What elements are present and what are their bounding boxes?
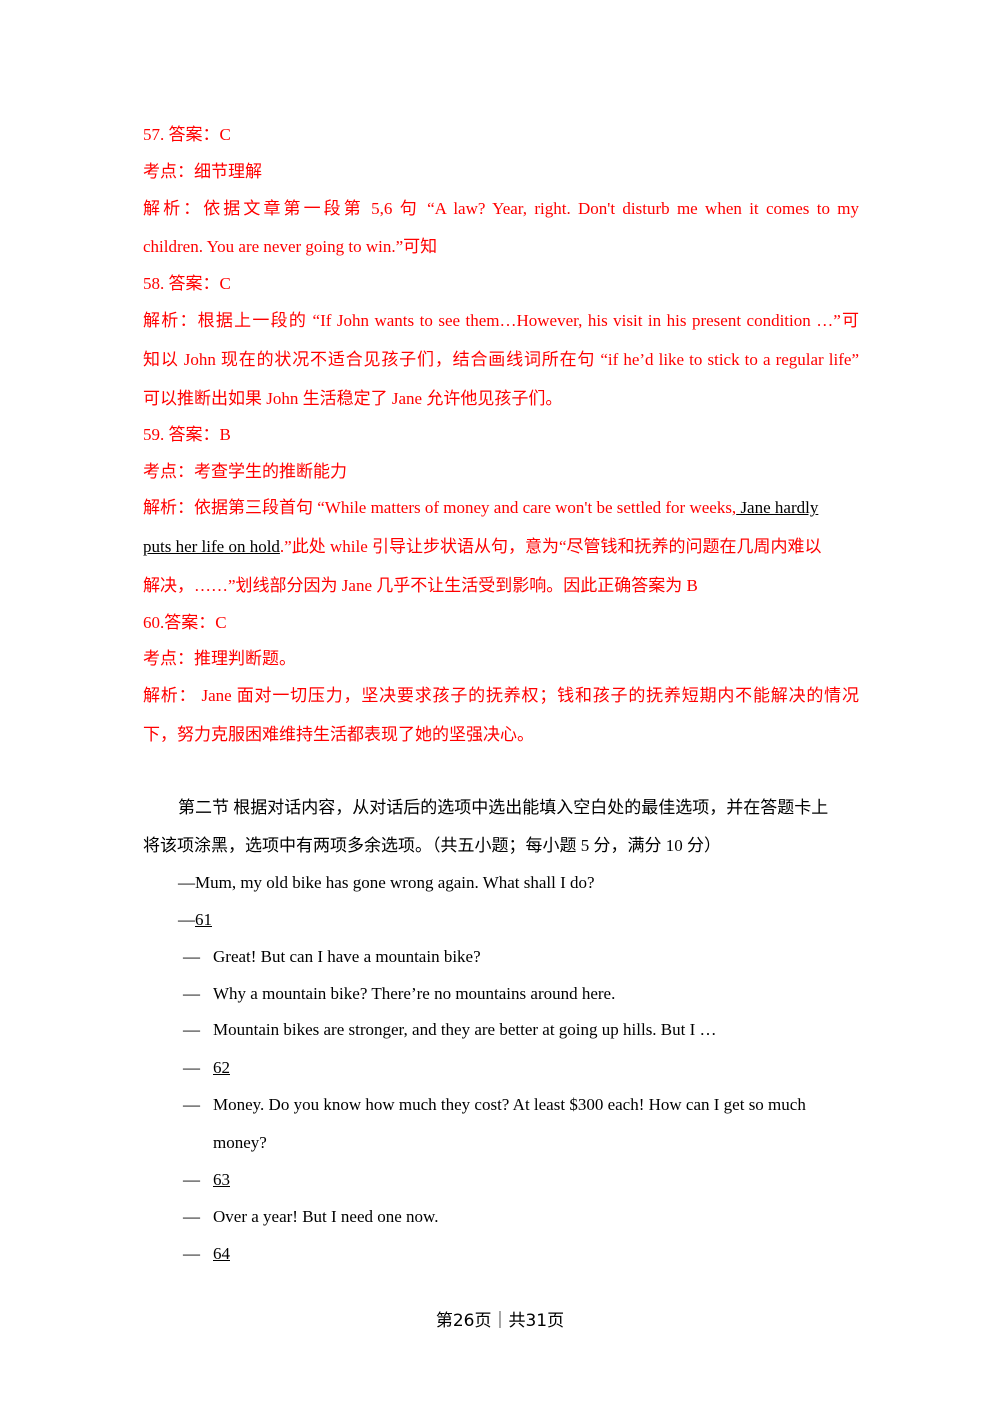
dialogue-line-first: —Mum, my old bike has gone wrong again. … xyxy=(178,873,595,892)
dialogue-line: Money. Do you know how much they cost? A… xyxy=(213,1095,806,1114)
dialogue-dash: — xyxy=(183,1095,200,1114)
dialogue-dash: — xyxy=(178,910,195,929)
blank-61: 61 xyxy=(195,910,212,929)
q57-analysis-line1: 解析：依据文章第一段第 5,6 句 “A law? Year, right. D… xyxy=(143,199,859,218)
q59-analysis-line1-text: 解析：依据第三段首句 “While matters of money and c… xyxy=(143,498,737,517)
q59-analysis-line2: puts her life on hold.”此处 while 引导让步状语从句… xyxy=(143,536,859,558)
q58-analysis-line3: 可以推断出如果 John 生活稳定了 Jane 允许他见孩子们。 xyxy=(143,389,563,408)
dialogue-dash: — xyxy=(183,984,200,1003)
q59-underlined-phrase-b: puts her life on hold xyxy=(143,537,280,556)
q59-analysis-line3: 解决，……”划线部分因为 Jane 几乎不让生活受到影响。因此正确答案为 B xyxy=(143,576,698,595)
dialogue-dash: — xyxy=(183,1244,200,1263)
blank-64: 64 xyxy=(213,1244,230,1263)
page-footer: 第26页｜共31页 xyxy=(435,1311,565,1331)
q58-analysis-line2: 知以 John 现在的状况不适合见孩子们，结合画线词所在句 “if he’d l… xyxy=(143,350,859,369)
dialogue-dash: — xyxy=(183,947,200,966)
dialogue-line: Mountain bikes are stronger, and they ar… xyxy=(213,1020,717,1039)
q60-point: 考点：推理判断题。 xyxy=(143,649,296,668)
dialogue-dash: — xyxy=(183,1170,200,1189)
q58-analysis-line1: 解析：根据上一段的 “If John wants to see them…How… xyxy=(143,311,859,330)
dialogue-line-blank61: —61 xyxy=(178,909,894,931)
dialogue-line: Over a year! But I need one now. xyxy=(213,1207,439,1226)
q58-answer: 58. 答案：C xyxy=(143,274,231,293)
dialogue-dash: — xyxy=(183,1207,200,1226)
section2-intro-line1: 第二节 根据对话内容，从对话后的选项中选出能填入空白处的最佳选项，并在答题卡上 xyxy=(178,798,829,817)
q59-point: 考点：考查学生的推断能力 xyxy=(143,462,347,481)
section2-intro-line2: 将该项涂黑，选项中有两项多余选项。（共五小题；每小题 5 分，满分 10 分） xyxy=(143,836,721,855)
q60-analysis-line1: 解析： Jane 面对一切压力，坚决要求孩子的抚养权；钱和孩子的抚养短期内不能解… xyxy=(143,686,859,705)
dialogue-line: Why a mountain bike? There’re no mountai… xyxy=(213,984,616,1003)
q60-answer: 60.答案：C xyxy=(143,613,227,632)
q57-point: 考点：细节理解 xyxy=(143,162,262,181)
blank-63: 63 xyxy=(213,1170,230,1189)
q57-answer: 57. 答案：C xyxy=(143,125,231,144)
q57-analysis-line2: children. You are never going to win.”可知 xyxy=(143,237,438,256)
dialogue-line-continued: money? xyxy=(213,1133,267,1152)
dialogue-dash: — xyxy=(183,1058,200,1077)
q59-analysis-line1: 解析：依据第三段首句 “While matters of money and c… xyxy=(143,497,859,519)
dialogue-dash: — xyxy=(183,1020,200,1039)
blank-62: 62 xyxy=(213,1058,230,1077)
q59-analysis-line2-text: .”此处 while 引导让步状语从句，意为“尽管钱和抚养的问题在几周内难以 xyxy=(279,537,822,556)
q59-underlined-phrase-a: Jane hardly xyxy=(736,498,819,517)
dialogue-line: Great! But can I have a mountain bike? xyxy=(213,947,481,966)
q60-analysis-line2: 下，努力克服困难维持生活都表现了她的坚强决心。 xyxy=(143,725,534,744)
q59-answer: 59. 答案：B xyxy=(143,425,231,444)
